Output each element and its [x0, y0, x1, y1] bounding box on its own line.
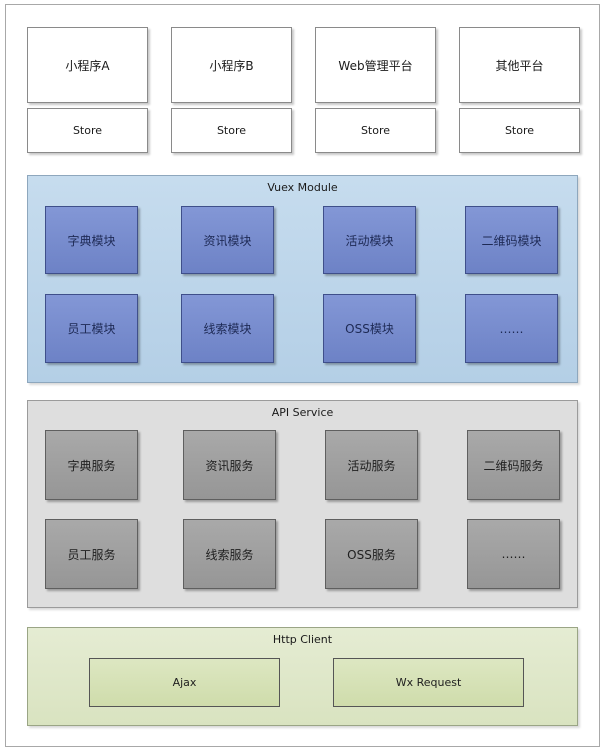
service-employee: 员工服务	[45, 519, 138, 589]
store-box-other: Store	[459, 108, 580, 153]
service-leads: 线索服务	[183, 519, 276, 589]
api-service-title: API Service	[271, 406, 334, 419]
service-more: ……	[467, 519, 560, 589]
client-ajax: Ajax	[89, 658, 280, 707]
platform-web-admin: Web管理平台	[315, 27, 436, 103]
module-news: 资讯模块	[181, 206, 274, 274]
module-activity: 活动模块	[323, 206, 416, 274]
module-dictionary: 字典模块	[45, 206, 138, 274]
service-qrcode: 二维码服务	[467, 430, 560, 500]
platform-mini-program-b: 小程序B	[171, 27, 292, 103]
module-more: ……	[465, 294, 558, 363]
service-news: 资讯服务	[183, 430, 276, 500]
module-leads: 线索模块	[181, 294, 274, 363]
store-box-a: Store	[27, 108, 148, 153]
service-activity: 活动服务	[325, 430, 418, 500]
store-box-web: Store	[315, 108, 436, 153]
module-oss: OSS模块	[323, 294, 416, 363]
module-qrcode: 二维码模块	[465, 206, 558, 274]
platform-mini-program-a: 小程序A	[27, 27, 148, 103]
client-wx-request: Wx Request	[333, 658, 524, 707]
service-oss: OSS服务	[325, 519, 418, 589]
store-box-b: Store	[171, 108, 292, 153]
platform-other: 其他平台	[459, 27, 580, 103]
vuex-module-title: Vuex Module	[267, 181, 338, 194]
http-client-title: Http Client	[272, 633, 333, 646]
module-employee: 员工模块	[45, 294, 138, 363]
service-dictionary: 字典服务	[45, 430, 138, 500]
